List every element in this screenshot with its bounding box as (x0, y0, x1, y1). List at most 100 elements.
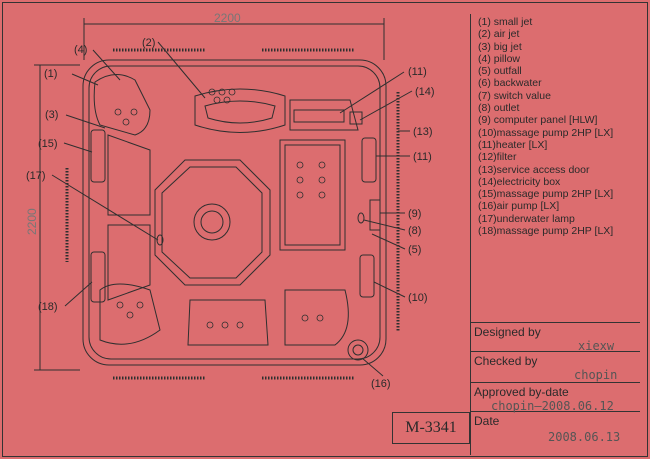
legend-item: (7) switch value (478, 89, 551, 102)
legend-item: (2) air jet (478, 28, 520, 41)
legend-item: (12)filter (478, 151, 517, 164)
left-seat-lower (107, 224, 151, 301)
designed-by-value: xiexw (578, 339, 615, 353)
callout-label: (1) (44, 68, 57, 80)
legend-item: (17)underwater lamp (478, 212, 575, 225)
approved-by-label: Approved by-date (474, 385, 569, 399)
massage-pump-15 (90, 129, 106, 183)
leader-line (371, 233, 406, 250)
callout-label: (11) (408, 66, 427, 78)
legend-item: (18)massage pump 2HP [LX] (478, 225, 614, 238)
approved-by-value: chopin—2008.06.12 (491, 399, 614, 413)
air-jet (228, 88, 236, 96)
leader-line (361, 357, 384, 377)
air-pump (347, 339, 369, 361)
air-jet (218, 88, 226, 96)
foot-jet-ring (193, 203, 231, 241)
air-pump-core (352, 344, 364, 356)
small-jet (126, 311, 134, 319)
callout-label: (11) (413, 151, 432, 163)
callout-label: (16) (371, 378, 391, 390)
leader-line (71, 73, 99, 86)
legend-item: (8) outlet (478, 102, 520, 115)
leader-line (339, 71, 405, 114)
small-jet (318, 176, 326, 184)
small-jet (296, 176, 304, 184)
right-seat-inner (284, 144, 341, 246)
callout-label: (13) (413, 126, 433, 138)
legend-item: (9) computer panel [HLW] (478, 114, 598, 127)
tub-outer-shell (82, 59, 387, 366)
right-seat (279, 139, 346, 251)
model-number: M-3341 (392, 412, 470, 444)
callout-label: (3) (45, 109, 58, 121)
legend-item: (10)massage pump 2HP [LX] (478, 126, 614, 139)
air-jet (208, 88, 216, 96)
small-jet (318, 191, 326, 199)
callout-label: (18) (38, 301, 58, 313)
bottom-seat (187, 299, 269, 346)
title-block-rule (470, 351, 640, 352)
foot-jet-center (200, 210, 224, 234)
underwater-lamp (156, 234, 164, 246)
small-jet (206, 321, 214, 329)
massage-pump-18 (90, 251, 106, 303)
title-block-divider (470, 14, 471, 455)
title-block-rule (470, 322, 640, 323)
air-jet (213, 96, 221, 104)
designed-by-label: Designed by (474, 325, 541, 339)
callout-label: (10) (408, 292, 428, 304)
corner-seat-bottom-left (99, 283, 161, 345)
legend-item: (15)massage pump 2HP [LX] (478, 188, 614, 201)
outlet (357, 212, 365, 224)
leader-line (373, 281, 406, 298)
small-jet (114, 108, 122, 116)
legend-item: (1) small jet (478, 16, 533, 28)
back-seat-top (194, 88, 286, 133)
callout-label: (5) (408, 244, 421, 256)
leader-line (51, 174, 159, 241)
legend-item: (3) big jet (478, 40, 522, 53)
leader-line (63, 142, 93, 153)
callout-label: (4) (74, 44, 87, 56)
title-block-rule (470, 382, 640, 383)
checked-by-value: chopin (574, 368, 618, 382)
leader-line (64, 281, 93, 307)
small-jet (116, 301, 124, 309)
leader-line (363, 219, 406, 231)
legend-item: (14)electricity box (478, 175, 561, 188)
legend-item: (4) pillow (478, 52, 521, 65)
callout-label: (2) (142, 37, 155, 49)
leader-line (92, 49, 121, 81)
date-value: 2008.06.13 (548, 430, 621, 444)
small-jet (296, 161, 304, 169)
callout-label: (9) (408, 208, 421, 220)
leader-line (359, 90, 413, 121)
electricity-box (349, 111, 363, 125)
title-block-rule (470, 411, 640, 412)
computer-panel (369, 199, 381, 231)
small-jet (318, 161, 326, 169)
small-jet (221, 321, 229, 329)
legend-item: (6) backwater (478, 77, 542, 90)
callout-label: (17) (26, 170, 46, 182)
seat-jet-panel (204, 100, 276, 124)
leader-line (65, 114, 106, 129)
legend-item: (13)service access door (478, 163, 590, 176)
small-jet (236, 321, 244, 329)
legend-item: (5) outfall (478, 65, 522, 78)
footwell-inner (161, 166, 263, 279)
small-jet (301, 314, 309, 322)
height-dimension: 2200 (25, 208, 39, 235)
top-right-step (289, 99, 359, 131)
checked-by-label: Checked by (474, 354, 538, 368)
callout-label: (8) (408, 225, 421, 237)
leader-line (157, 41, 206, 99)
small-jet (136, 301, 144, 309)
lounger-pillow-seat (93, 74, 151, 136)
date-label: Date (474, 414, 500, 428)
footwell (154, 159, 271, 286)
small-jet (122, 118, 130, 126)
